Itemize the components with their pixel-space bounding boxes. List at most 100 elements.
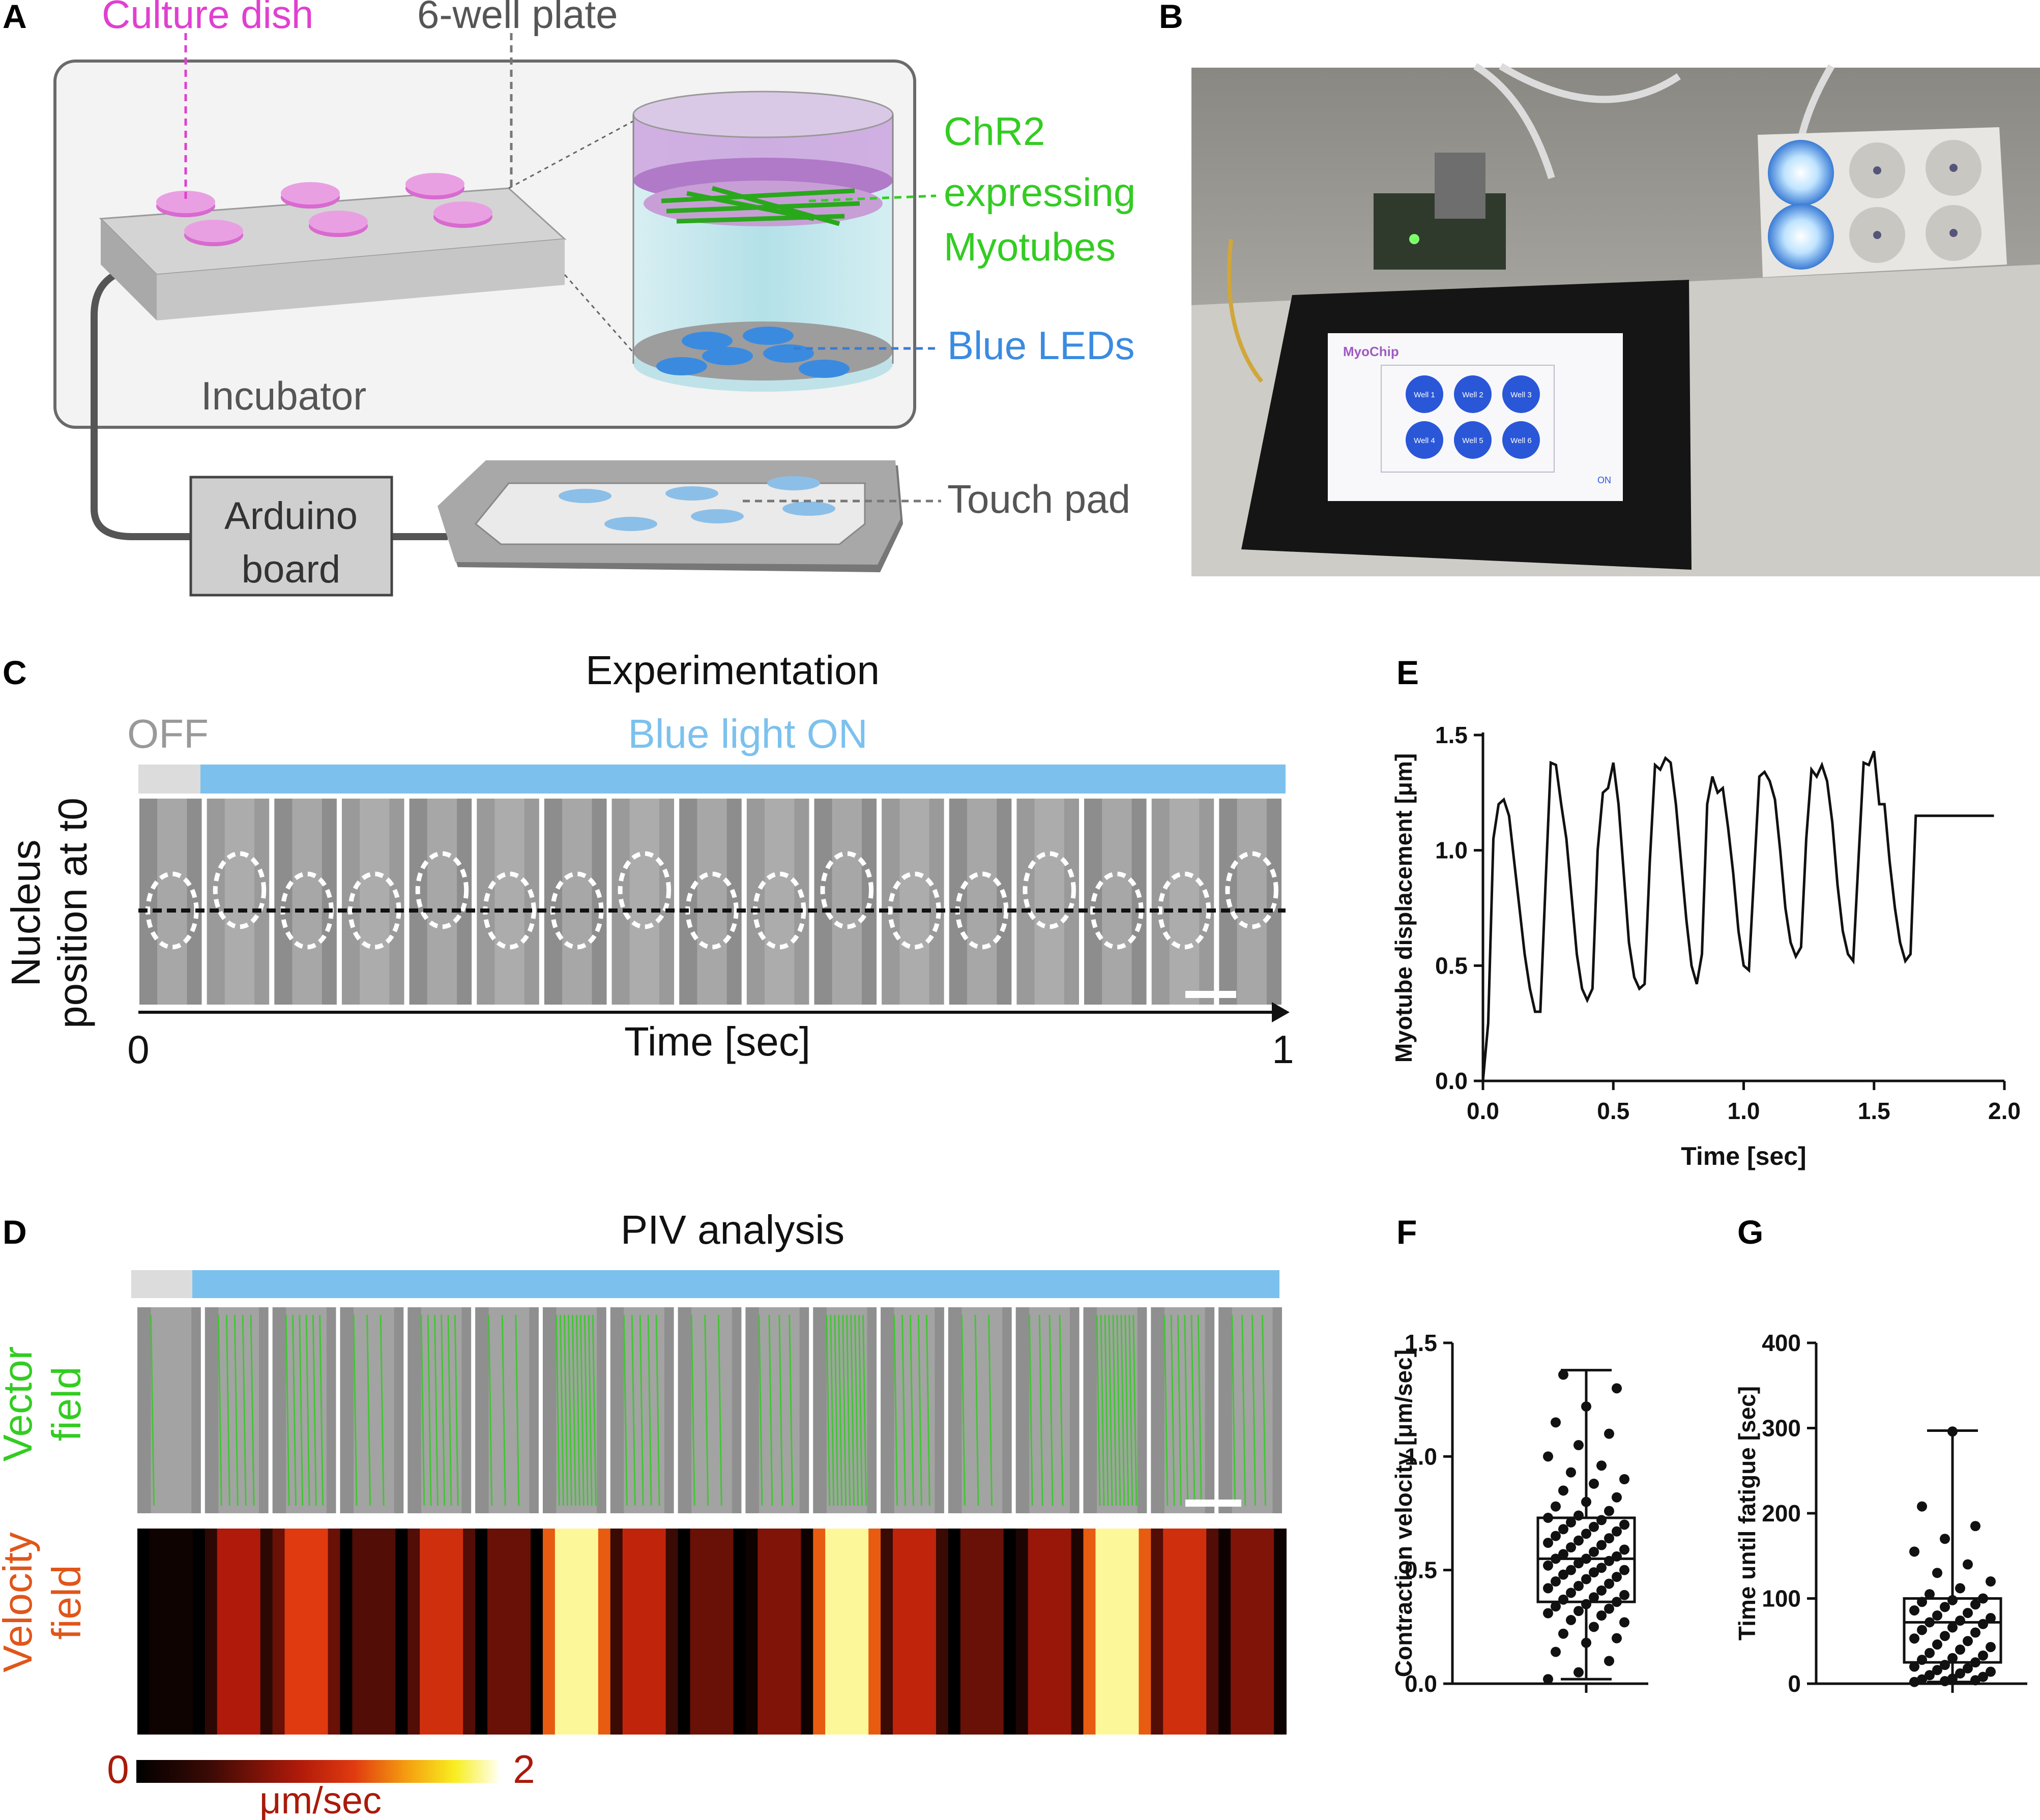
f-point-29 [1589, 1567, 1599, 1578]
culture-tank [632, 91, 894, 392]
g-point-44 [1909, 1546, 1919, 1557]
screen-well-1[interactable] [1406, 375, 1443, 413]
g-point-6 [1925, 1670, 1935, 1681]
screen-on-label: ON [1597, 475, 1611, 485]
well-plate-label: 6-well plate [417, 0, 618, 37]
f-point-4 [1581, 1637, 1591, 1648]
f-point-31 [1566, 1565, 1576, 1575]
vector-line-8-5 [655, 1314, 660, 1506]
vector-line-5-1 [420, 1314, 425, 1506]
vector-myotube-9 [691, 1307, 732, 1513]
vector-line-8-2 [631, 1314, 636, 1506]
vector-line-15-8 [1124, 1314, 1129, 1506]
f-point-65 [1596, 1460, 1607, 1471]
f-point-71 [1612, 1383, 1622, 1394]
f-point-9 [1566, 1614, 1576, 1625]
f-point-30 [1619, 1565, 1629, 1575]
vector-line-4-1 [353, 1314, 358, 1506]
vector-line-7-1 [556, 1314, 561, 1506]
vector-line-7-3 [563, 1314, 568, 1506]
vector-line-6-1 [488, 1314, 493, 1506]
g-ytick-label-1: 100 [1762, 1586, 1801, 1612]
myotube-12 [899, 799, 929, 1005]
screen-well-3[interactable] [1502, 375, 1540, 413]
myotube-5 [427, 799, 457, 1005]
f-point-59 [1581, 1496, 1591, 1507]
g-point-13 [1970, 1657, 1980, 1668]
screen-well-4[interactable] [1406, 421, 1443, 459]
vector-line-11-10 [862, 1314, 867, 1506]
vector-line-15-3 [1104, 1314, 1109, 1506]
f-point-49 [1612, 1526, 1622, 1537]
velocity-core-17 [1231, 1529, 1274, 1735]
g-point-21 [1963, 1636, 1973, 1647]
frame-gap-2 [201, 799, 206, 1005]
vector-line-11-5 [842, 1314, 847, 1506]
f-point-56 [1573, 1510, 1584, 1521]
e-ylabel: Myotube displacement [μm] [1390, 753, 1417, 1063]
vector-line-8-4 [647, 1314, 652, 1506]
vector-line-16-3 [1177, 1314, 1182, 1506]
vector-line-3-6 [319, 1314, 324, 1506]
vector-line-3-3 [299, 1314, 304, 1506]
vector-line-2-3 [234, 1314, 239, 1506]
g-ylabel: Time until fatigue [sec] [1734, 1386, 1760, 1640]
vector-line-3-1 [285, 1314, 290, 1506]
e-xtick-label-3: 1.5 [1858, 1098, 1890, 1124]
vector-line-16-4 [1184, 1314, 1189, 1506]
panel-c: C Experimentation OFF Blue light ON 0 1 … [3, 648, 1294, 1072]
frame-gap-5 [404, 799, 409, 1005]
vector-line-2-1 [217, 1314, 222, 1506]
on-bar [200, 765, 1286, 794]
vector-line-8-1 [623, 1314, 628, 1506]
f-ytick-label-2: 1.0 [1405, 1443, 1437, 1470]
velocity-field-label-2: field [44, 1565, 89, 1640]
panel-c-title: Experimentation [586, 648, 880, 693]
g-point-43 [1963, 1559, 1973, 1570]
f-point-53 [1566, 1517, 1576, 1528]
nucleus-outline-8 [618, 851, 672, 929]
vector-myotube-1 [151, 1307, 192, 1513]
g-point-8 [1986, 1666, 1996, 1677]
vector-line-14-4 [1059, 1314, 1064, 1506]
screen-well-2[interactable] [1454, 375, 1492, 413]
g-point-20 [1932, 1639, 1942, 1650]
g-point-18 [1955, 1645, 1965, 1655]
g-point-22 [1909, 1633, 1919, 1644]
g-point-15 [1947, 1653, 1958, 1663]
frame-gap-10 [741, 799, 746, 1005]
myotube-2 [224, 799, 255, 1005]
arduino-board [189, 476, 393, 597]
touch-screen-photo: MyoChip Well 1 Well 2 Well 3 Well 4 Well… [1241, 280, 1692, 570]
g-point-2 [1970, 1675, 1980, 1686]
f-point-18 [1589, 1592, 1599, 1603]
vector-line-15-9 [1128, 1314, 1133, 1506]
myotube-15 [1102, 799, 1132, 1005]
f-point-25 [1551, 1576, 1561, 1587]
panel-d-title: PIV analysis [621, 1207, 844, 1252]
frame-gap-12 [877, 799, 881, 1005]
screen-well-6[interactable] [1502, 421, 1540, 459]
g-point-14 [1917, 1655, 1927, 1665]
f-point-24 [1604, 1578, 1614, 1589]
g-point-40 [1955, 1583, 1965, 1594]
vector-myotube-4 [354, 1307, 394, 1513]
g-point-25 [1917, 1625, 1927, 1635]
g-point-3 [1917, 1674, 1927, 1685]
g-point-16 [1978, 1650, 1988, 1661]
myotube-11 [832, 799, 862, 1005]
velocity-core-6 [487, 1529, 531, 1735]
f-point-40 [1589, 1546, 1599, 1557]
f-point-27 [1612, 1572, 1622, 1582]
vector-line-9-3 [717, 1314, 722, 1506]
g-point-37 [1947, 1595, 1958, 1605]
f-point-43 [1596, 1540, 1607, 1550]
g-point-36 [1917, 1597, 1927, 1607]
screen-well-5[interactable] [1454, 421, 1492, 459]
f-point-2 [1604, 1656, 1614, 1666]
frame-gap-15 [1079, 799, 1084, 1005]
myotube-6 [494, 799, 524, 1005]
vector-line-14-3 [1048, 1314, 1054, 1506]
cbar-unit-label: μm/sec [259, 1779, 382, 1820]
